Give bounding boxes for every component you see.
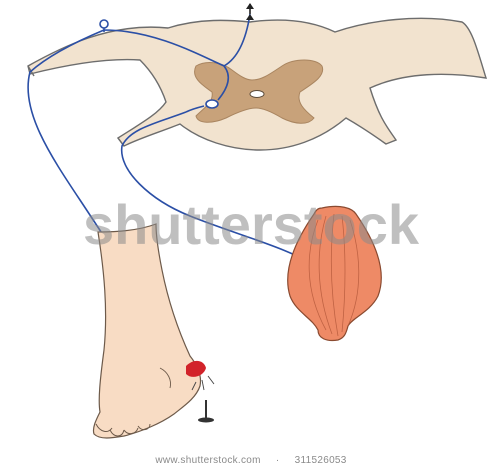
watermark-url: www.shutterstock.com [155,455,260,466]
leg [93,224,200,438]
leg-and-foot [93,224,200,438]
spinal-cord-cross-section [28,18,486,150]
central-canal [250,91,264,98]
pin-icon [198,400,214,423]
watermark-separator: · [276,455,280,466]
interneuron-cell-body [206,100,218,108]
watermark-text: shutterstock [83,193,420,256]
image-footer: www.shutterstock.com · 311526053 [0,455,502,466]
dorsal-root-ganglion-cell [100,20,108,28]
arrow-up-icon [246,3,254,20]
watermark-image-id: 311526053 [295,455,347,466]
